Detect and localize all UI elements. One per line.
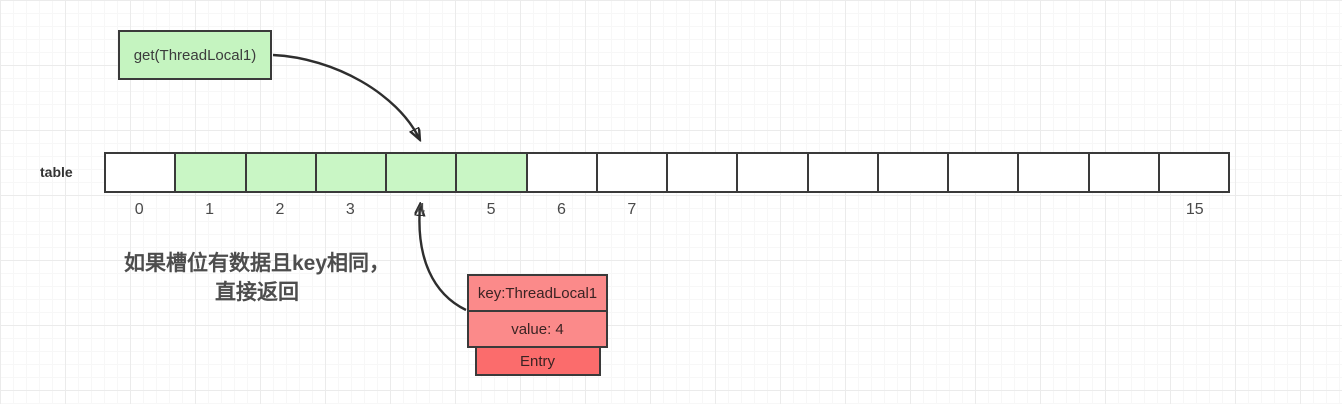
get-call-box: get(ThreadLocal1) xyxy=(118,30,272,80)
table-cell-7 xyxy=(597,154,668,191)
slot-index-label-0: 0 xyxy=(134,201,144,218)
get-call-label: get(ThreadLocal1) xyxy=(133,46,257,64)
arrow-entry-to-slot4-icon xyxy=(419,206,467,312)
table-cell-14 xyxy=(1089,154,1160,191)
slot-index-label-6: 6 xyxy=(556,201,566,218)
table-cell-11 xyxy=(878,154,949,191)
slot-index-row: 0 1 2 3 4 5 6 7 15 xyxy=(104,201,1230,221)
entry-stack: key:ThreadLocal1 value: 4 Entry xyxy=(467,274,608,376)
slot-index-label-9 xyxy=(737,201,807,221)
entry-key-box: key:ThreadLocal1 xyxy=(467,274,608,312)
table-cell-3 xyxy=(316,154,387,191)
table-cell-1 xyxy=(176,154,247,191)
slot-index-label-3: 3 xyxy=(345,201,355,218)
table-cell-5 xyxy=(457,154,528,191)
table-cell-8 xyxy=(668,154,739,191)
slot-index-label-5: 5 xyxy=(486,201,496,218)
table-cell-15 xyxy=(1159,154,1228,191)
table-cell-0 xyxy=(106,154,177,191)
table-cell-10 xyxy=(808,154,879,191)
slot-index-label-8 xyxy=(667,201,737,221)
slot-index-label-11 xyxy=(878,201,948,221)
table-label: table xyxy=(40,164,73,180)
table-cell-6 xyxy=(527,154,598,191)
entry-value-box: value: 4 xyxy=(467,310,608,348)
slot-index-label-2: 2 xyxy=(275,201,285,218)
table-cell-9 xyxy=(738,154,809,191)
slot-index-label-14 xyxy=(1089,201,1159,221)
table-cell-4 xyxy=(387,154,458,191)
slot-index-label-4: 4 xyxy=(416,201,426,218)
entry-type-label: Entry xyxy=(519,352,555,370)
table-cell-12 xyxy=(949,154,1020,191)
caption: 如果槽位有数据且key相同， 直接返回 xyxy=(112,249,402,307)
entry-type-box: Entry xyxy=(474,346,601,376)
caption-line2: 直接返回 xyxy=(215,281,299,304)
caption-line1: 如果槽位有数据且key相同， xyxy=(123,252,391,275)
table-cell-2 xyxy=(246,154,317,191)
entry-key-label: key:ThreadLocal1 xyxy=(477,284,598,302)
slot-index-label-1: 1 xyxy=(205,201,215,218)
slot-index-label-15: 15 xyxy=(1185,201,1204,218)
slot-index-label-13 xyxy=(1019,201,1089,221)
slot-index-label-7: 7 xyxy=(627,201,637,218)
slot-index-label-12 xyxy=(949,201,1019,221)
table-row xyxy=(104,152,1230,193)
entry-value-label: value: 4 xyxy=(511,320,564,338)
slot-index-label-10 xyxy=(808,201,878,221)
arrow-get-to-slot4-icon xyxy=(272,53,419,138)
table-cell-13 xyxy=(1019,154,1090,191)
